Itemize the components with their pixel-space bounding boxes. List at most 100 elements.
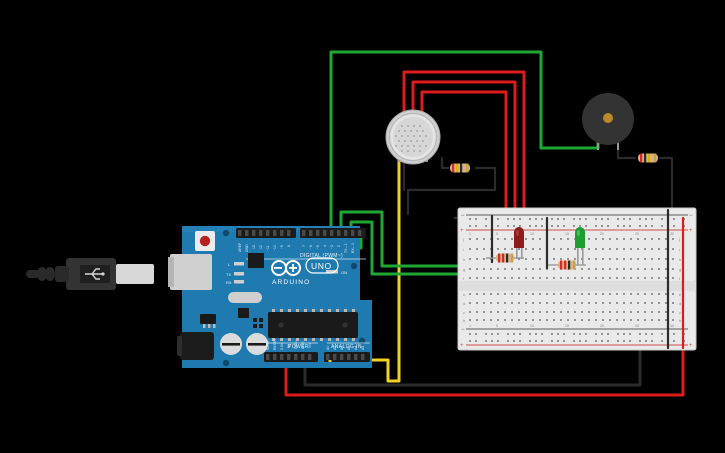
digital-pin-label: ~3 — [330, 245, 334, 249]
red-wire-power-3[interactable] — [420, 90, 508, 224]
column-number: 1 — [469, 324, 471, 328]
digital-header-label: DIGITAL (PWM~) — [300, 253, 343, 259]
reset-button-cap[interactable] — [199, 235, 211, 247]
resistor-4-band-3 — [648, 153, 651, 163]
digital-header-pins — [238, 230, 362, 236]
red-wire-power-1[interactable] — [402, 70, 526, 224]
digital-pin-label: ~9 — [280, 245, 284, 249]
crystal-oscillator — [228, 292, 262, 303]
breadboard-column-numbers: 1 5 10 15 20 25 30 1 5 10 15 20 25 30 — [469, 232, 674, 328]
row-letter: c — [679, 310, 681, 315]
led-red-lead-cathode — [516, 248, 518, 259]
resistor-4-band-1 — [640, 153, 643, 163]
rail-minus-bottom-left: − — [461, 327, 465, 333]
column-number: 5 — [496, 232, 498, 236]
breadboard-row-letters: j i h g f e d c b j i h g f e d c b — [462, 237, 682, 323]
resistor-1[interactable] — [486, 253, 524, 263]
digital-pin-label: 7 — [302, 245, 306, 247]
brand-label: ARDUINO — [272, 279, 310, 286]
power-pin-label: RESET — [273, 339, 277, 350]
digital-pin-label: ~5 — [316, 245, 320, 249]
power-jack[interactable] — [180, 332, 214, 360]
power-pin-label: GND — [301, 341, 305, 349]
model-label: UNO — [311, 261, 332, 271]
black-wire-sensor-resistor[interactable] — [440, 156, 450, 170]
digital-pin-label: ~11 — [266, 245, 270, 251]
led-red[interactable] — [514, 227, 524, 259]
black-wire-ground[interactable] — [303, 346, 642, 387]
green-wire-digital-7[interactable] — [339, 210, 472, 268]
rail-minus-top-right: − — [689, 213, 693, 219]
power-jack-face — [177, 336, 182, 356]
led-label-tx: TX — [226, 272, 231, 277]
digital-pin-label: 12 — [259, 245, 263, 249]
column-number: 25 — [635, 232, 639, 236]
row-letter: i — [679, 247, 680, 252]
usb-cable-ring-1 — [45, 267, 55, 281]
analog-pin-label: A3 — [347, 346, 351, 350]
column-number: 30 — [670, 324, 674, 328]
usb-jack[interactable] — [170, 254, 212, 290]
breadboard-center-channel — [458, 281, 696, 291]
led-label-l: L — [228, 262, 231, 267]
column-number: 20 — [600, 324, 604, 328]
power-pin-label: 3.3V — [280, 342, 284, 350]
row-letter: j — [462, 237, 464, 242]
digital-pin-label: GND — [245, 244, 249, 252]
row-letter: d — [463, 301, 465, 306]
red-wire-power-2[interactable] — [411, 80, 517, 224]
column-number: 10 — [530, 232, 534, 236]
column-number: 1 — [469, 232, 471, 236]
row-letter: c — [463, 310, 465, 315]
row-letter: b — [679, 318, 682, 323]
led-green-dome-highlight — [576, 230, 581, 236]
power-pin-label: IOREF — [266, 340, 270, 350]
led-label-on: ON — [341, 270, 347, 275]
resistor-3[interactable] — [450, 163, 470, 173]
column-number: 15 — [565, 232, 569, 236]
led-green-body — [575, 227, 585, 248]
column-number: 15 — [565, 324, 569, 328]
resistor-2[interactable] — [548, 260, 586, 270]
arduino-uno-board[interactable]: AREF GND 13 12 ~11 ~10 ~9 8 7 ~6 ~5 4 ~3… — [168, 226, 372, 368]
led-red-lead-anode — [521, 248, 523, 259]
row-letter: d — [679, 301, 681, 306]
resistor-4[interactable] — [638, 153, 658, 163]
mounting-hole-4 — [358, 337, 366, 345]
row-letter: e — [679, 292, 682, 297]
led-label-rx: RX — [226, 280, 232, 285]
digital-pin-label: 2 — [337, 245, 341, 247]
digital-pin-label: 13 — [252, 245, 256, 249]
resistor-1-body — [496, 253, 514, 263]
mounting-hole-2 — [350, 262, 358, 270]
analog-pin-label: A2 — [340, 346, 344, 350]
row-letter: e — [463, 292, 466, 297]
usb-controller-chip — [248, 253, 264, 268]
usb-cable[interactable] — [26, 258, 154, 290]
resistor-3-band-1 — [452, 163, 455, 173]
power-pin-label: 5V — [287, 343, 291, 348]
gas-sensor[interactable] — [385, 109, 441, 165]
resistor-1-band-3 — [506, 253, 509, 263]
gas-sensor-mesh-dots — [395, 125, 427, 152]
resistor-2-band-3 — [568, 260, 571, 270]
digital-pin-labels: AREF GND 13 12 ~11 ~10 ~9 8 7 ~6 ~5 4 ~3… — [238, 243, 355, 253]
gas-sensor-mesh — [393, 117, 433, 157]
power-pin-label: Vin — [308, 343, 312, 348]
piezo-buzzer[interactable] — [582, 93, 634, 150]
black-wire-resistor-breadboard[interactable] — [406, 166, 497, 216]
led-green[interactable] — [575, 227, 585, 265]
row-letter: i — [463, 247, 464, 252]
column-number: 20 — [600, 232, 604, 236]
power-header[interactable] — [264, 352, 318, 362]
resistor-4-band-4 — [654, 153, 657, 163]
usb-cable-strain — [55, 266, 69, 282]
digital-pin-label: AREF — [238, 243, 242, 252]
column-number: 25 — [635, 324, 639, 328]
row-letter: g — [679, 267, 681, 272]
analog-header-label: ANALOG IN — [331, 344, 362, 350]
column-number: 5 — [496, 324, 498, 328]
black-wire-buzzer-resistor[interactable] — [616, 146, 637, 160]
resistor-1-band-1 — [498, 253, 501, 263]
